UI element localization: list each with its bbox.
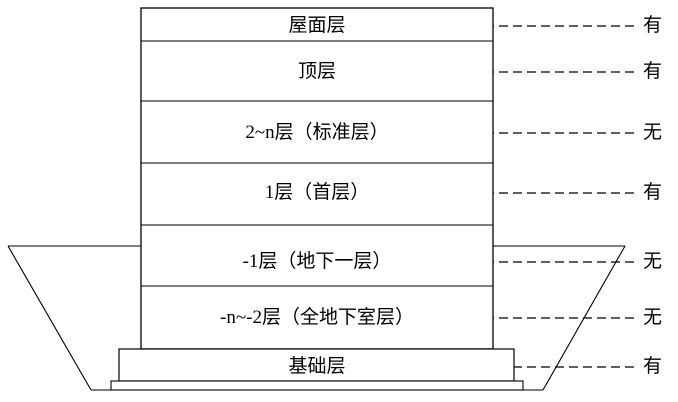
- layer-flag-roof: 有: [643, 15, 663, 37]
- layer-label-standard-floors: 2~n层（标准层）: [141, 122, 493, 144]
- foundation-base-plinth: [110, 380, 524, 391]
- layer-label-roof: 屋面层: [141, 15, 493, 37]
- layer-flag-top-floor: 有: [643, 61, 663, 83]
- pit-slope-left: [7, 245, 92, 391]
- layer-label-foundation: 基础层: [141, 356, 493, 378]
- layer-label-basement-n: -n~-2层（全地下室层）: [141, 307, 493, 329]
- building-tower-outline: [140, 7, 494, 350]
- layer-label-top-floor: 顶层: [141, 61, 493, 83]
- layer-label-basement-1: -1层（地下一层）: [141, 251, 493, 273]
- layer-flag-first-floor: 有: [643, 182, 663, 204]
- pit-slope-right: [542, 245, 626, 391]
- layer-flag-basement-1: 无: [643, 251, 663, 273]
- layer-label-first-floor: 1层（首层）: [141, 182, 493, 204]
- layer-flag-standard-floors: 无: [643, 122, 663, 144]
- layer-flag-basement-n: 无: [643, 307, 663, 329]
- layer-flag-foundation: 有: [643, 356, 663, 378]
